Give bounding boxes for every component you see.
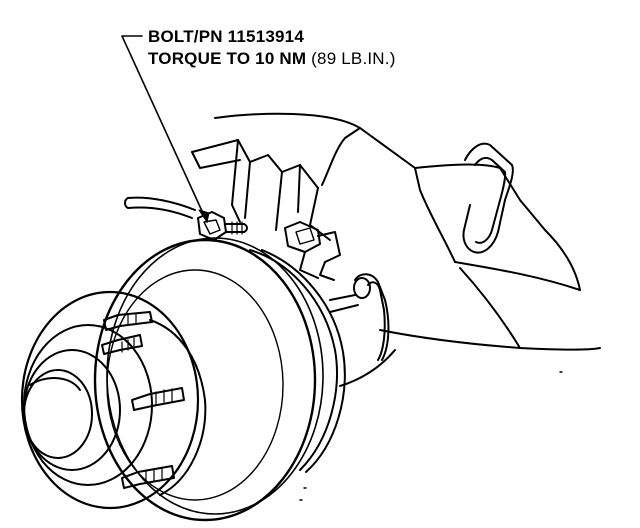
ground-marks bbox=[299, 371, 563, 501]
abs-sensor bbox=[284, 221, 341, 281]
sensor-bolt bbox=[197, 211, 248, 241]
wheel-hub bbox=[20, 290, 207, 510]
brake-line bbox=[329, 273, 390, 361]
control-arm bbox=[214, 112, 601, 387]
torque-imperial: (89 LB.IN.) bbox=[311, 49, 396, 68]
upper-bracket bbox=[191, 139, 331, 241]
spring-clip bbox=[462, 142, 514, 254]
bolt-torque-line: TORQUE TO 10 NM (89 LB.IN.) bbox=[148, 48, 396, 70]
leader-line bbox=[121, 35, 208, 223]
bolt-callout: BOLT/PN 11513914 TORQUE TO 10 NM (89 LB.… bbox=[148, 26, 396, 70]
torque-metric: TORQUE TO 10 NM bbox=[148, 49, 307, 68]
wheel-studs bbox=[101, 311, 185, 489]
brake-rotor bbox=[93, 237, 346, 522]
brake-hose bbox=[124, 196, 196, 219]
bolt-part-number: BOLT/PN 11513914 bbox=[148, 27, 304, 46]
